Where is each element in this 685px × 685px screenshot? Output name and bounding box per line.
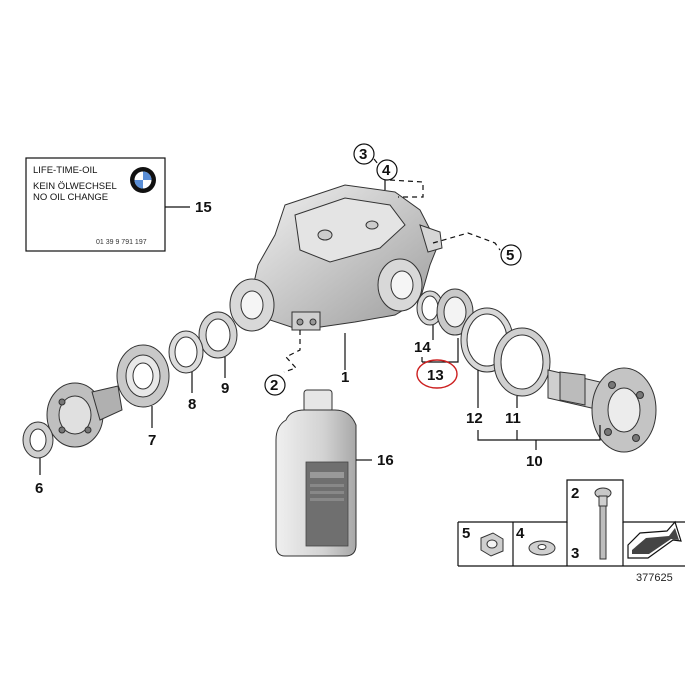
- callout-2: 2: [270, 377, 278, 394]
- callout-6: 6: [35, 480, 43, 497]
- bmw-logo-icon: [130, 167, 156, 193]
- legend-number-4: 4: [516, 525, 525, 542]
- callout-9: 9: [221, 380, 229, 397]
- label-line-3: NO OIL CHANGE: [33, 192, 108, 203]
- callout-13-highlight: 13: [416, 359, 458, 389]
- callout-10: 10: [526, 453, 543, 470]
- seal-part-6: [22, 421, 54, 459]
- callout-12: 12: [466, 410, 483, 427]
- callout-14: 14: [414, 339, 431, 356]
- oil-label-sticker: LIFE-TIME-OIL KEIN ÖLWECHSEL NO OIL CHAN…: [25, 157, 166, 252]
- nut-icon: [480, 532, 504, 557]
- callout-5-bubble: 5: [500, 244, 522, 266]
- callout-7: 7: [148, 432, 156, 449]
- callout-8: 8: [188, 396, 196, 413]
- output-shaft-flange-right: [547, 367, 657, 453]
- shim-ring-part-8: [168, 330, 204, 374]
- callout-13: 13: [427, 367, 444, 384]
- callout-2-bubble: 2: [264, 374, 286, 396]
- legend-number-5: 5: [462, 525, 470, 542]
- seal-part-13: [436, 288, 474, 336]
- callout-4: 4: [382, 162, 391, 179]
- label-line-1: LIFE-TIME-OIL: [33, 165, 97, 176]
- shaft-seal-part-9: [198, 311, 238, 359]
- seal-part-14: [416, 290, 444, 326]
- callout-4-bubble: 4: [376, 159, 398, 181]
- label-code: 01 39 9 791 197: [96, 239, 147, 246]
- callout-11: 11: [505, 410, 521, 427]
- callout-5: 5: [506, 247, 514, 264]
- reference-number: 377625: [636, 572, 673, 584]
- callout-3: 3: [359, 146, 367, 163]
- bolt-icon: [594, 487, 612, 560]
- legend-number-2: 2: [571, 485, 579, 502]
- oil-bottle-part-16: [275, 389, 357, 557]
- legend-number-3: 3: [571, 545, 579, 562]
- label-line-2: KEIN ÖLWECHSEL: [33, 181, 117, 192]
- bearing-part-7: [116, 344, 170, 408]
- callout-15: 15: [195, 199, 212, 216]
- callout-1: 1: [341, 369, 349, 386]
- differential-housing: [229, 184, 443, 332]
- output-flange-left: [46, 382, 123, 448]
- highlight-ring: [416, 359, 458, 389]
- direction-arrow-icon: [627, 520, 682, 559]
- washer-icon: [528, 540, 556, 556]
- hardware-legend-box: 5 4 2 3: [457, 479, 685, 567]
- callout-3-bubble: 3: [353, 143, 375, 165]
- ring-part-11: [493, 327, 551, 397]
- callout-16: 16: [377, 452, 394, 469]
